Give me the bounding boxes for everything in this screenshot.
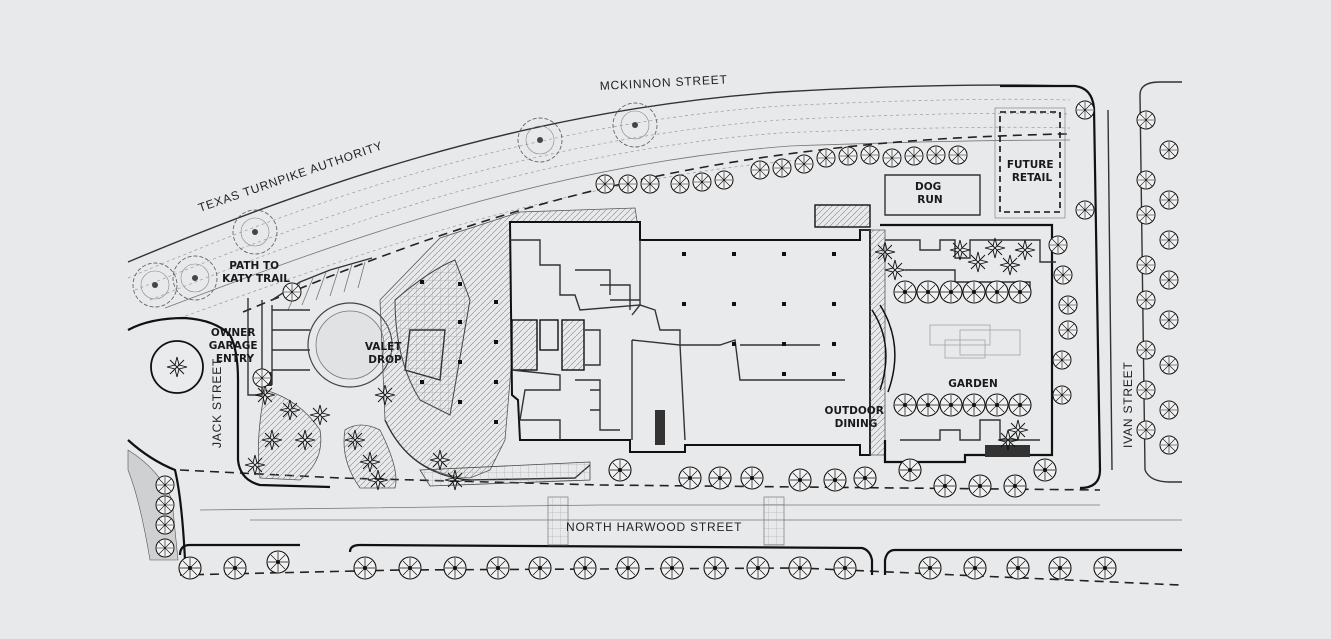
crosswalk-east [763, 496, 785, 546]
crosswalk-west [547, 496, 569, 546]
jack-street-label: JACK STREET [210, 358, 224, 448]
garden-area [880, 223, 1056, 464]
garden-label: GARDEN [948, 378, 998, 390]
turnpike-roadway [127, 84, 1071, 319]
outdoor-dining-label: OUTDOOR DINING [825, 405, 888, 430]
property-line [242, 133, 1070, 313]
dog-run-area [814, 174, 981, 228]
valet-drop-label: VALET DROP [365, 341, 405, 366]
future-retail-label: FUTURE RETAIL [1007, 159, 1057, 184]
future-retail-building [994, 107, 1066, 219]
katy-trail-label: PATH TO KATY TRAIL [222, 260, 290, 285]
structural-columns [420, 252, 836, 424]
ivan-street-label: IVAN STREET [1121, 361, 1135, 448]
main-building [508, 221, 871, 456]
owner-garage-entry-label: OWNER GARAGE ENTRY [209, 327, 261, 365]
north-harwood-street-label: NORTH HARWOOD STREET [566, 520, 742, 534]
mckinnon-street-label: MCKINNON STREET [599, 72, 728, 93]
dog-run-label: DOG RUN [915, 181, 945, 206]
